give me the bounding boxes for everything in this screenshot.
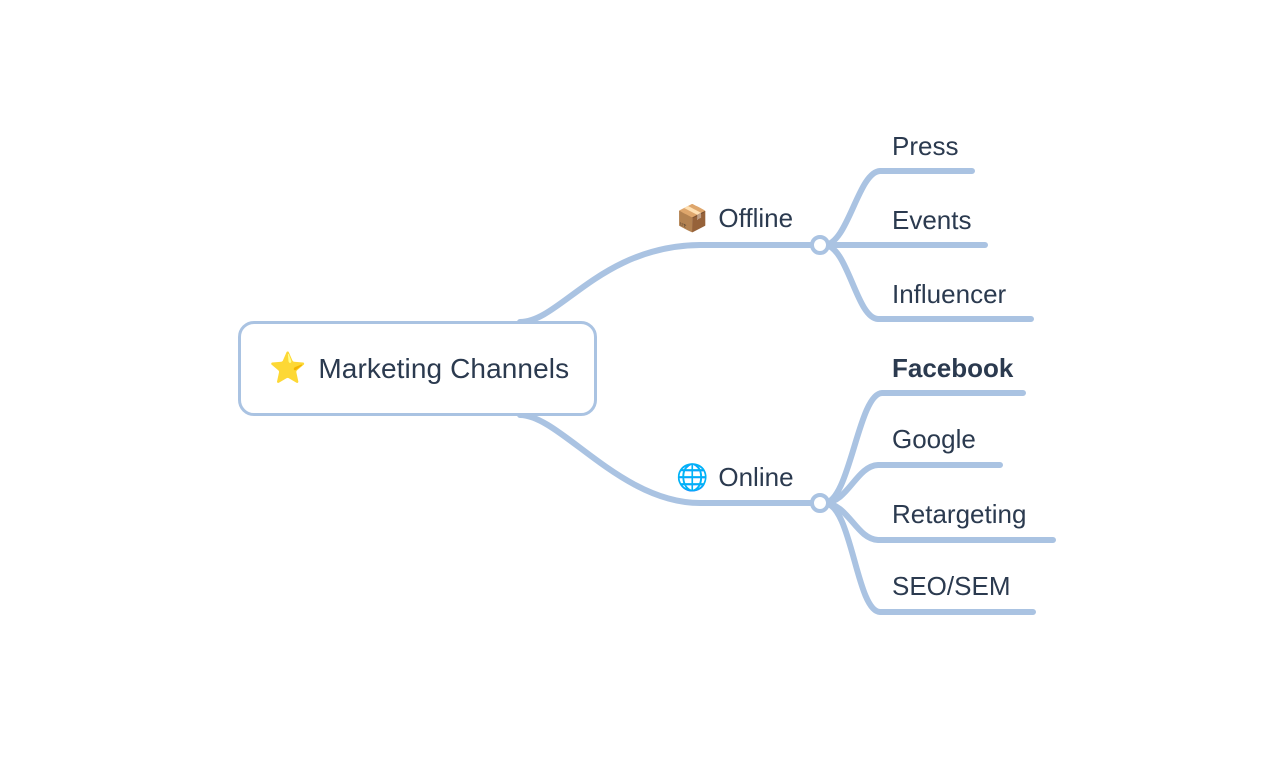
junction-offline xyxy=(810,235,830,255)
leaf-node-google[interactable]: Google xyxy=(892,424,976,454)
star-icon: ⭐ xyxy=(269,350,307,386)
globe-icon: 🌐 xyxy=(676,462,709,493)
leaf-node-seosem[interactable]: SEO/SEM xyxy=(892,571,1011,601)
branch-node-online[interactable]: 🌐 Online xyxy=(676,462,794,493)
branch-node-offline[interactable]: 📦 Offline xyxy=(676,203,793,234)
junction-online xyxy=(810,493,830,513)
package-icon: 📦 xyxy=(676,203,709,234)
connector-root-offline xyxy=(517,242,815,325)
root-node-label: Marketing Channels xyxy=(318,352,570,384)
leaf-node-press[interactable]: Press xyxy=(892,131,959,161)
root-node[interactable]: ⭐ Marketing Channels xyxy=(238,321,597,416)
leaf-node-retargeting[interactable]: Retargeting xyxy=(892,499,1027,529)
leaf-node-events[interactable]: Events xyxy=(892,205,972,235)
leaf-node-facebook[interactable]: Facebook xyxy=(892,353,1014,383)
leaf-node-influencer[interactable]: Influencer xyxy=(892,279,1007,309)
branch-label-online: Online xyxy=(718,462,794,492)
connector-online-google xyxy=(821,462,1003,506)
branch-label-offline: Offline xyxy=(718,203,794,233)
